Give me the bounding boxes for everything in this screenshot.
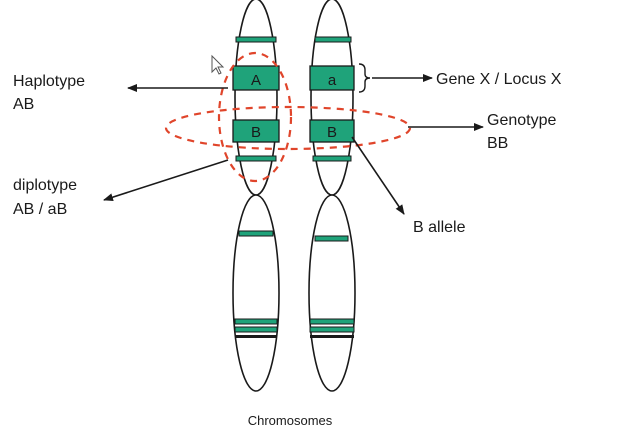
chromosome-left-lower-arm — [232, 194, 280, 392]
band — [314, 36, 352, 43]
mouse-cursor-icon — [211, 54, 225, 75]
allele-box-right-bottom — [309, 119, 355, 143]
band — [309, 318, 355, 325]
haplotype-highlight-ellipse — [217, 51, 293, 183]
label-diplotype-line2: AB / aB — [13, 201, 67, 218]
chromosome-right: a B — [308, 0, 356, 392]
allele-label-left-top: A — [251, 72, 261, 89]
band — [312, 155, 352, 162]
band — [235, 36, 277, 43]
band — [235, 155, 277, 162]
band — [310, 335, 354, 338]
chromosome-left: A B — [232, 0, 280, 392]
band — [235, 335, 277, 338]
band — [309, 326, 355, 333]
allele-box-left-bottom — [232, 119, 280, 143]
allele-box-left-top — [232, 65, 280, 91]
label-genotype-line2: BB — [487, 135, 508, 152]
label-chromosomes: Chromosomes — [248, 413, 333, 428]
band — [234, 318, 278, 325]
chromosome-right-lower-arm — [308, 194, 356, 392]
label-gene-locus: Gene X / Locus X — [436, 71, 562, 88]
band — [234, 326, 278, 333]
label-haplotype-line2: AB — [13, 96, 34, 113]
arrow-diplotype — [103, 159, 229, 202]
chromosome-right-upper-arm — [310, 0, 354, 196]
allele-label-right-bottom: B — [327, 124, 337, 141]
genotype-highlight-ellipse — [164, 105, 412, 151]
label-haplotype-line1: Haplotype — [13, 73, 85, 90]
label-b-allele: B allele — [413, 219, 466, 236]
arrow-b-allele — [351, 136, 405, 215]
band — [238, 230, 274, 237]
label-diplotype-line1: diplotype — [13, 177, 77, 194]
allele-box-right-top — [309, 65, 355, 91]
allele-label-right-top: a — [328, 72, 337, 89]
band — [314, 235, 349, 242]
allele-label-left-bottom: B — [251, 124, 261, 141]
locus-brace — [358, 63, 371, 93]
label-genotype-line1: Genotype — [487, 112, 556, 129]
chromosome-left-upper-arm — [234, 0, 278, 196]
